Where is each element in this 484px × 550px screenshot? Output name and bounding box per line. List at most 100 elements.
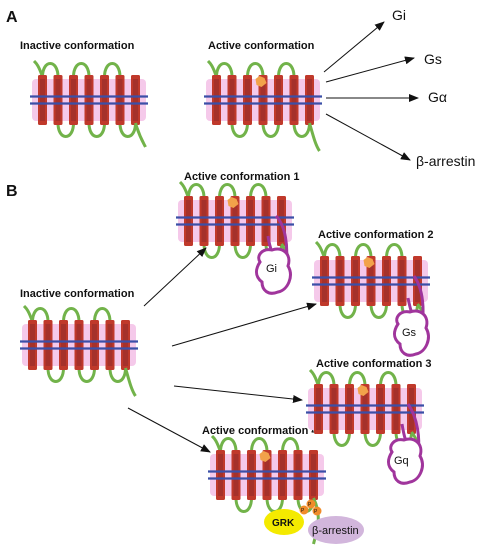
n-terminus — [308, 368, 320, 387]
n-terminus — [178, 180, 190, 199]
b-active-receptor-4 — [208, 434, 326, 545]
helix-core — [280, 454, 285, 496]
intracellular-loop — [230, 122, 249, 138]
intracellular-loop — [261, 122, 280, 138]
helix-core — [186, 200, 191, 242]
intracellular-loop — [332, 431, 351, 447]
phospho-dot-3 — [312, 506, 322, 516]
ligand-icon — [357, 385, 369, 396]
helix-core — [55, 79, 61, 121]
intracellular-loop — [292, 122, 311, 138]
helix-core — [393, 388, 399, 430]
helix-core — [347, 388, 352, 430]
intracellular-loop — [87, 122, 106, 138]
extracellular-loop — [218, 183, 237, 199]
n-terminus — [206, 59, 218, 78]
phospho-label-2: P — [308, 502, 312, 508]
n-terminus — [22, 304, 34, 323]
helix-core — [40, 79, 45, 121]
b-active-label-4: Active conformation 4 — [202, 425, 318, 437]
arrow-to-gi — [323, 21, 385, 73]
extracellular-loop — [281, 437, 300, 453]
extracellular-loop — [103, 62, 122, 78]
helix-core — [378, 388, 383, 430]
n-terminus — [210, 434, 222, 453]
helix-core — [76, 324, 82, 366]
extracellular-loop — [277, 62, 296, 78]
intracellular-loop — [233, 243, 252, 259]
intracellular-loop — [369, 303, 388, 319]
ligand-icon — [363, 257, 375, 268]
intracellular-loop — [363, 431, 382, 447]
helix-core — [295, 454, 301, 496]
helix-core — [71, 79, 76, 121]
helix-core — [123, 324, 128, 366]
intracellular-loop — [234, 497, 253, 513]
extracellular-loop — [246, 62, 265, 78]
helix-core — [276, 79, 281, 121]
arrestin-label: β-arrestin — [312, 525, 359, 537]
helix-core — [399, 260, 405, 302]
helix-core — [232, 200, 238, 242]
helix-core — [201, 200, 207, 242]
ligand-icon — [255, 76, 267, 87]
helix-core — [248, 200, 253, 242]
extracellular-loop — [41, 62, 60, 78]
helix-core — [291, 79, 297, 121]
helix-core — [331, 388, 337, 430]
helix-core — [133, 79, 138, 121]
extracellular-loop — [385, 243, 404, 259]
target-gs: Gs — [424, 51, 442, 67]
phospho-label-3: P — [314, 509, 318, 515]
ligand-icon — [227, 197, 239, 208]
helix-core — [218, 454, 223, 496]
b-active-receptor-1 — [176, 180, 294, 267]
helix-core — [368, 260, 374, 302]
intracellular-loop — [118, 122, 137, 138]
phospho-dot-1 — [299, 505, 309, 515]
helix-core — [249, 454, 254, 496]
helix-core — [362, 388, 368, 430]
arrow-to-conformation-4 — [127, 407, 211, 453]
helix-core — [263, 200, 269, 242]
helix-core — [245, 79, 250, 121]
arrow-to-gs — [325, 56, 415, 83]
extracellular-loop — [348, 371, 367, 387]
panel-a-letter: A — [6, 9, 18, 26]
helix-core — [107, 324, 113, 366]
phospho-dot-2 — [306, 499, 316, 509]
helix-core — [229, 79, 235, 121]
c-terminus — [308, 122, 321, 152]
helix-core — [311, 454, 316, 496]
intracellular-loop — [56, 122, 75, 138]
n-terminus — [32, 59, 44, 78]
extracellular-loop — [323, 243, 342, 259]
extracellular-loop — [93, 307, 112, 323]
extracellular-loop — [250, 437, 269, 453]
helix-core — [384, 260, 389, 302]
grk-blob — [264, 509, 304, 535]
helix-core — [86, 79, 92, 121]
b-active-receptor-3 — [306, 368, 424, 455]
arrow-to-conformation-2 — [171, 302, 317, 347]
c-terminus — [124, 367, 137, 397]
helix-core — [102, 79, 107, 121]
panel-b-letter: B — [6, 183, 18, 200]
b-active-label-1: Active conformation 1 — [184, 171, 300, 183]
helix-core — [45, 324, 51, 366]
extracellular-loop — [31, 307, 50, 323]
b-active-label-3: Active conformation 3 — [316, 358, 432, 370]
helix-core — [260, 79, 266, 121]
helix-core — [264, 454, 270, 496]
helix-core — [353, 260, 358, 302]
a-active-receptor — [204, 59, 322, 152]
helix-core — [322, 260, 327, 302]
n-terminus — [314, 240, 326, 259]
gi-protein: Gi — [255, 214, 292, 295]
target-arrestin: β-arrestin — [416, 153, 475, 169]
gi-protein-label: Gi — [266, 263, 277, 275]
extracellular-loop — [215, 62, 234, 78]
intracellular-loop — [202, 243, 221, 259]
arrow-to-arrestin — [325, 113, 411, 161]
extracellular-loop — [62, 307, 81, 323]
